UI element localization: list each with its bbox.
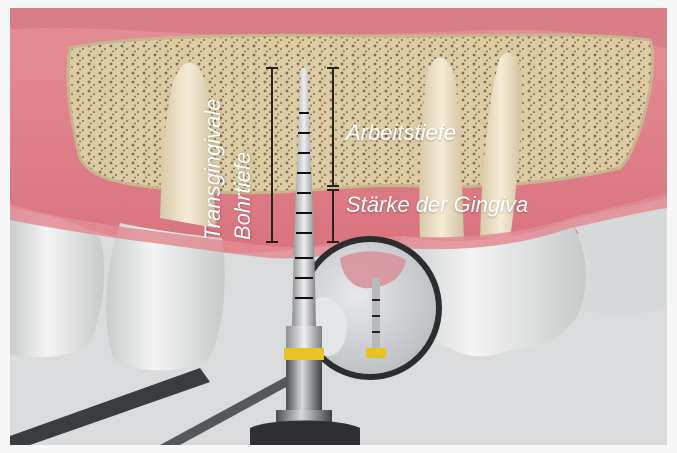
transgingival-label-line1: Transgingivale (202, 99, 224, 240)
jaw-bone (68, 35, 653, 193)
transgingival-label-line2: Bohrtiefe (232, 152, 254, 240)
depth-marker-ring (284, 348, 324, 360)
gingiva-thickness-label: Stärke der Gingiva (346, 194, 528, 216)
dental-illustration: Transgingivale Bohrtiefe Arbeitstiefe St… (10, 8, 667, 445)
mirror-handle (10, 368, 210, 445)
dental-scene (10, 8, 667, 445)
working-depth-label: Arbeitstiefe (346, 122, 456, 144)
